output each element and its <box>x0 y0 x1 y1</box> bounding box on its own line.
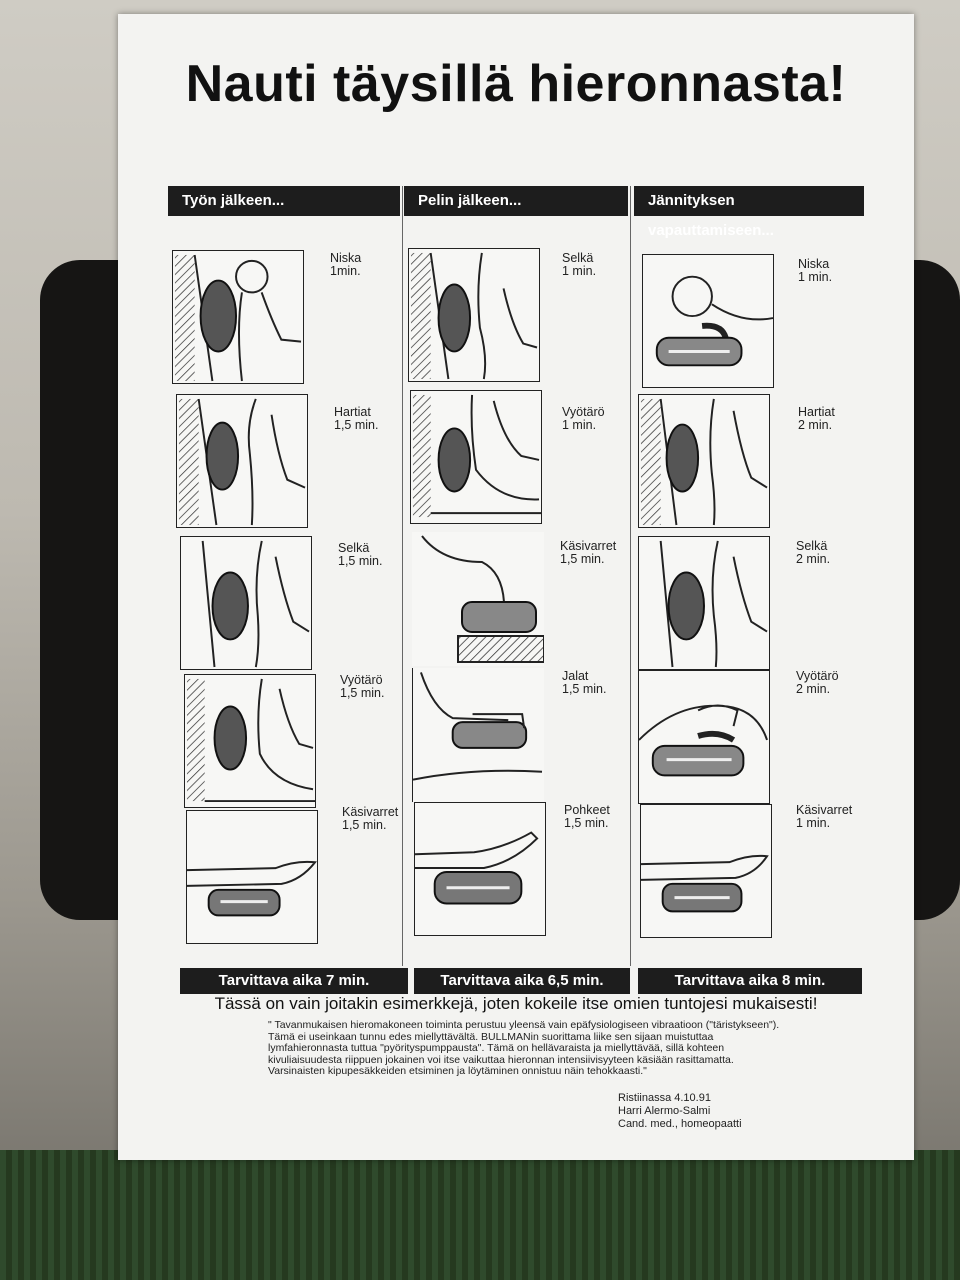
illustration-back-seated <box>638 536 770 670</box>
illustration-back-seated <box>408 248 540 382</box>
illustration-feet <box>412 668 544 802</box>
illustration-neck-lying <box>642 254 774 388</box>
background-carpet <box>0 1150 960 1280</box>
illustration-waist-seated <box>410 390 542 524</box>
illustration-shoulders-seated <box>638 394 770 528</box>
instruction-sheet: Nauti täysillä hieronnasta! Työn jälkeen… <box>118 14 914 1160</box>
signature-place-date: Ristiinassa 4.10.91 <box>618 1092 711 1104</box>
quote-text: " Tavanmukaisen hieromakoneen toiminta p… <box>268 1019 780 1077</box>
illustration-arm-rest <box>640 804 772 938</box>
illustration-back-seated <box>180 536 312 670</box>
illustration-arm-rest <box>186 810 318 944</box>
column-footer-game: Tarvittava aika 6,5 min. <box>414 968 630 994</box>
column-footer-tension: Tarvittava aika 8 min. <box>638 968 862 994</box>
signature-title: Cand. med., homeopaatti <box>618 1118 742 1130</box>
column-divider <box>630 186 631 966</box>
column-header-work: Työn jälkeen... <box>168 186 400 216</box>
column-header-game: Pelin jälkeen... <box>404 186 628 216</box>
illustration-calves <box>414 802 546 936</box>
tagline: Tässä on vain joitakin esimerkkejä, jote… <box>214 994 818 1013</box>
column-divider <box>402 186 403 966</box>
illustration-waist-lying <box>638 670 770 804</box>
column-footer-work: Tarvittava aika 7 min. <box>180 968 408 994</box>
column-header-tension: Jännityksen vapauttamiseen... <box>634 186 864 239</box>
illustration-neck-seated <box>172 250 304 384</box>
page-title: Nauti täysillä hieronnasta! <box>185 55 847 113</box>
illustration-waist-seated <box>184 674 316 808</box>
illustration-arm-rest <box>412 532 544 666</box>
signature-block: Ristiinassa 4.10.91 Harri Alermo-Salmi C… <box>618 1092 742 1131</box>
signature-name: Harri Alermo-Salmi <box>618 1105 711 1117</box>
illustration-shoulders-seated <box>176 394 308 528</box>
